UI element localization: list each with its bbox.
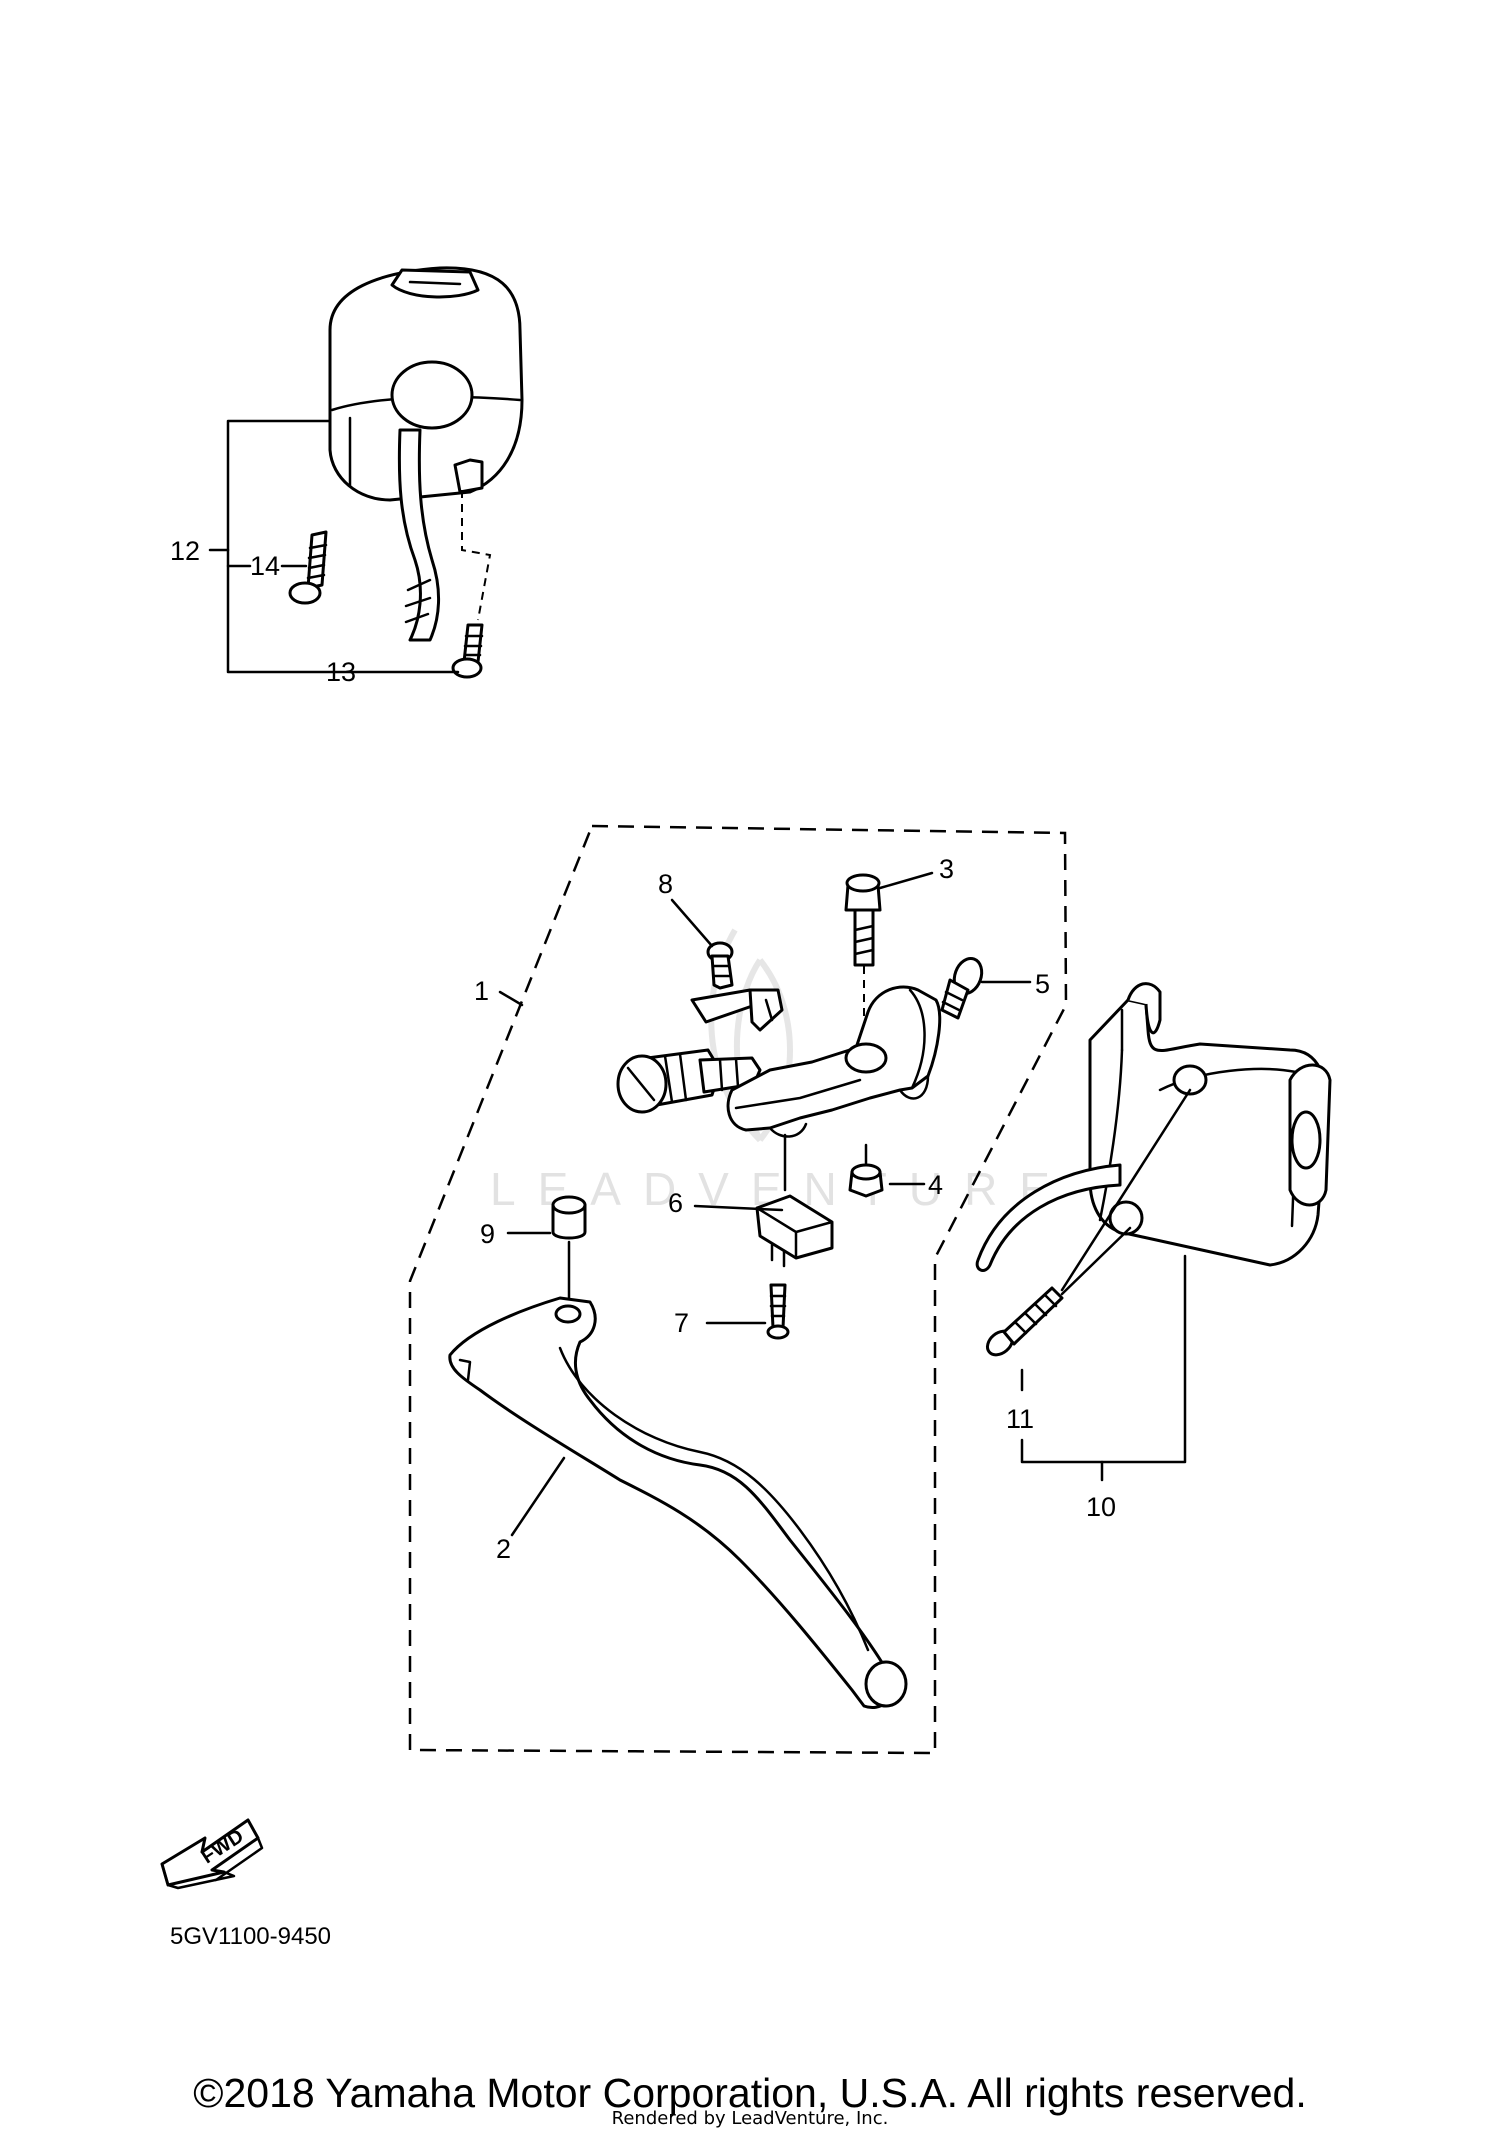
callout-14: 14 — [250, 551, 280, 581]
callout-9: 9 — [480, 1219, 495, 1249]
screw-7-icon — [766, 1283, 790, 1340]
switch-clip-icon — [690, 988, 784, 1032]
callout-5: 5 — [1035, 969, 1050, 999]
screw-5-icon — [940, 957, 984, 1020]
fwd-arrow-icon: FWD — [160, 1818, 264, 1890]
callout-3: 3 — [939, 854, 954, 884]
screw-14-icon — [288, 530, 328, 605]
lever-assembly-outline — [408, 824, 1068, 1755]
callout-6: 6 — [668, 1188, 683, 1218]
diagram-code: 5GV1100-9450 — [170, 1923, 331, 1950]
callout-11: 11 — [1006, 1404, 1034, 1434]
handlebar-switch-assembly — [208, 266, 524, 679]
screw-8-icon — [706, 941, 734, 990]
callout-1: 1 — [474, 976, 489, 1006]
nut-4-icon — [848, 1163, 884, 1198]
copyright-text: ©2018 Yamaha Motor Corporation, U.S.A. A… — [193, 2070, 1307, 2116]
callout-12: 12 — [170, 536, 200, 566]
callout-8: 8 — [658, 869, 673, 899]
callout-2: 2 — [496, 1534, 511, 1564]
callout-10: 10 — [1086, 1492, 1116, 1522]
screw-13-icon — [451, 623, 484, 679]
right-switch-assembly — [975, 982, 1332, 1272]
rendered-by-text: Rendered by LeadVenture, Inc. — [611, 2108, 889, 2129]
callout-13: 13 — [326, 657, 356, 687]
brake-lever-icon — [448, 1296, 908, 1709]
screw-11-icon — [985, 1286, 1064, 1357]
callout-7: 7 — [674, 1308, 689, 1338]
bolt-3-icon — [844, 873, 882, 967]
lever-holder-icon — [726, 985, 942, 1138]
callout-4: 4 — [928, 1170, 943, 1200]
switch-6-icon — [755, 1194, 834, 1268]
collar-9-icon — [551, 1195, 587, 1240]
